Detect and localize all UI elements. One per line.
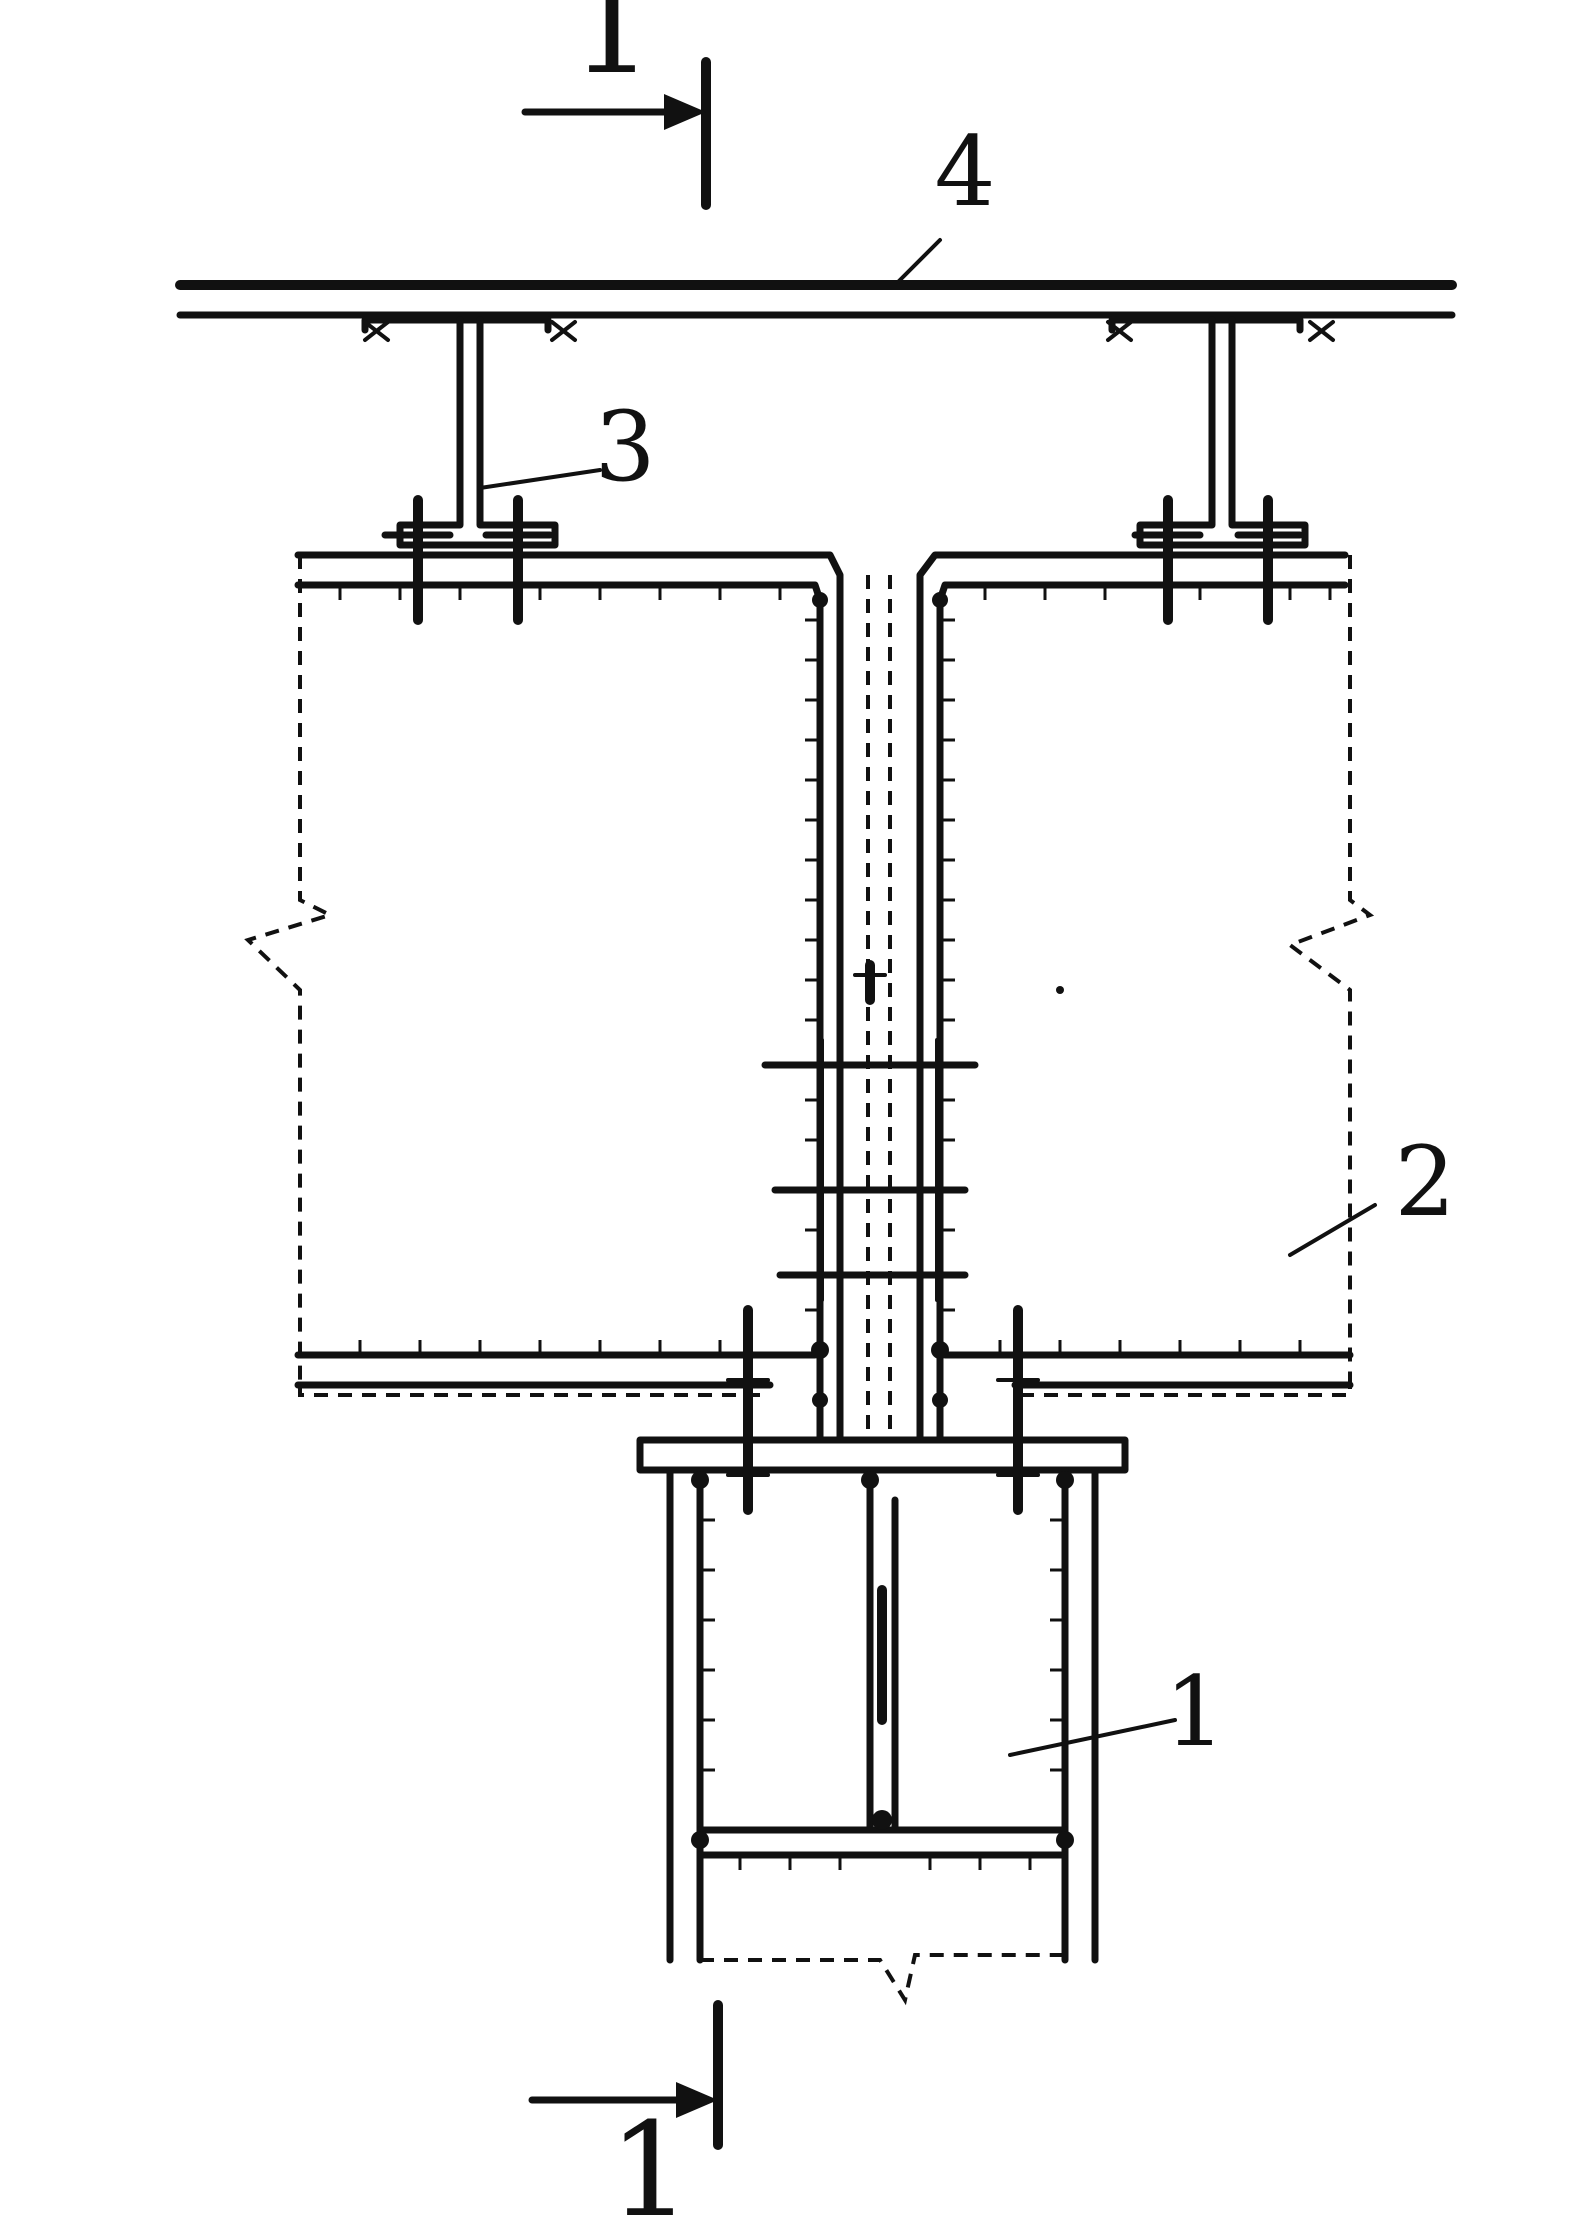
weld-hatching [338,585,1332,1355]
hatch-bottom-flange-left [358,1340,722,1355]
hatch-left-web [805,618,820,1312]
purlin-right [1106,316,1335,625]
hatch-top-flange-right [983,585,1332,600]
column: 1 [666,1466,1226,2006]
part-label-2: 2 [1394,1126,1455,1238]
section-label-top: 1 [571,0,654,103]
part-label-3: 3 [594,391,655,503]
hatch-bottom-flange-right [998,1340,1302,1355]
purlin-left: 3 [361,316,656,625]
part-label-4: 4 [934,116,995,228]
hatch-right-web [940,618,955,1312]
top-slab: 4 [175,116,1457,319]
hatch-column [700,1518,1065,1870]
part-label-1: 1 [1164,1656,1225,1768]
section-mark-bottom: 1 [528,2000,723,2235]
hatch-top-flange-left [338,585,782,600]
beam-block: 2 [244,551,1456,1444]
section-mark-top: 1 [521,0,711,210]
base-plate [636,1305,1129,1515]
section-label-bottom: 1 [609,2094,692,2235]
